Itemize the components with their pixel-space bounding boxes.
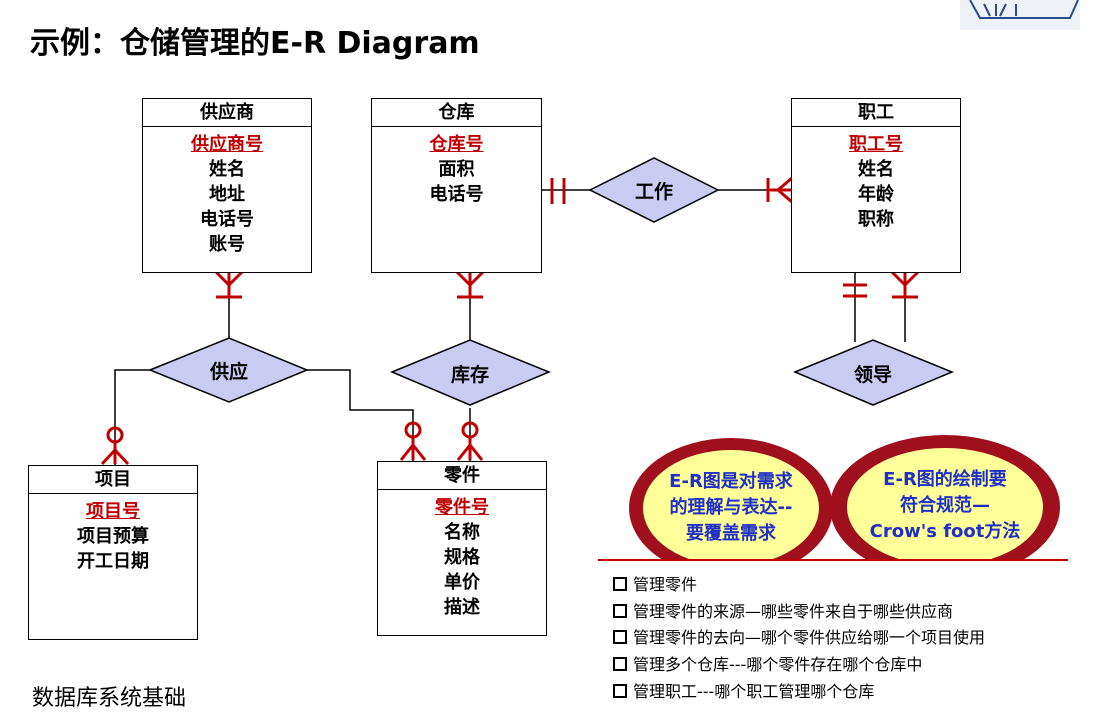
callout-line: 要覆盖需求 bbox=[686, 523, 776, 544]
relationship-work-shape bbox=[588, 157, 720, 223]
checkbox-icon bbox=[613, 684, 627, 698]
page-title: 示例：仓储管理的E-R Diagram bbox=[30, 26, 480, 61]
footer-course-name: 数据库系统基础 bbox=[32, 686, 187, 711]
relationship-supply-label: 供应 bbox=[209, 361, 248, 383]
employee-attr: 年龄 bbox=[858, 184, 894, 205]
entity-employee: 职工 职工号 姓名 年龄 职称 bbox=[791, 98, 961, 273]
employee-attr: 职称 bbox=[858, 209, 894, 230]
callout-crowfoot: E-R图的绘制要 符合规范— Crow's foot方法 bbox=[860, 467, 1030, 545]
requirements-list: 管理零件 管理零件的来源—哪些零件来自于哪些供应商 管理零件的去向—哪个零件供应… bbox=[598, 559, 1068, 709]
university-logo bbox=[960, 0, 1080, 30]
relationship-lead-shape bbox=[793, 339, 954, 406]
entity-warehouse: 仓库 仓库号 面积 电话号 bbox=[371, 98, 542, 273]
project-attr: 项目预算 bbox=[77, 526, 149, 547]
part-attr: 单价 bbox=[444, 572, 480, 593]
relationship-supply-shape bbox=[148, 337, 309, 403]
callout-line: E-R图的绘制要 bbox=[883, 469, 1007, 490]
list-item: 管理零件 bbox=[613, 571, 697, 595]
relationship-lead-label: 领导 bbox=[853, 364, 892, 386]
relationship-stock-label: 库存 bbox=[450, 364, 489, 386]
warehouse-pk: 仓库号 bbox=[429, 134, 484, 155]
supplier-pk: 供应商号 bbox=[191, 134, 263, 155]
employee-attr: 姓名 bbox=[858, 159, 894, 180]
entity-part: 零件 零件号 名称 规格 单价 描述 bbox=[377, 461, 547, 636]
checkbox-icon bbox=[613, 604, 627, 618]
employee-pk: 职工号 bbox=[849, 134, 903, 155]
entity-employee-name: 职工 bbox=[792, 99, 960, 127]
entity-part-name: 零件 bbox=[378, 462, 546, 490]
callout-line: 的理解与表达-- bbox=[669, 497, 793, 518]
part-attr: 描述 bbox=[444, 597, 480, 618]
checkbox-icon bbox=[613, 657, 627, 671]
supplier-attr: 账号 bbox=[209, 234, 245, 255]
entity-project-name: 项目 bbox=[29, 466, 197, 494]
callout-requirements: E-R图是对需求 的理解与表达-- 要覆盖需求 bbox=[651, 469, 811, 547]
note-text: 管理零件的来源—哪些零件来自于哪些供应商 bbox=[633, 602, 954, 621]
entity-supplier-name: 供应商 bbox=[143, 99, 311, 127]
list-item: 管理零件的去向—哪个零件供应给哪一个项目使用 bbox=[613, 624, 985, 648]
part-pk: 零件号 bbox=[435, 497, 489, 518]
warehouse-attr: 面积 bbox=[438, 159, 475, 180]
callout-line: 符合规范— bbox=[900, 495, 990, 516]
callout-line: E-R图是对需求 bbox=[669, 471, 793, 492]
list-item: 管理多个仓库---哪个零件存在哪个仓库中 bbox=[613, 651, 922, 675]
supplier-attr: 电话号 bbox=[200, 209, 254, 230]
note-text: 管理零件的去向—哪个零件供应给哪一个项目使用 bbox=[633, 628, 986, 647]
relationship-stock-shape bbox=[390, 339, 551, 406]
supplier-attr: 姓名 bbox=[209, 159, 245, 180]
checkbox-icon bbox=[613, 630, 627, 644]
entity-project: 项目 项目号 项目预算 开工日期 bbox=[28, 465, 198, 640]
note-text: 管理零件 bbox=[633, 575, 698, 594]
note-text: 管理职工---哪个职工管理哪个仓库 bbox=[633, 682, 875, 701]
relationship-work-label: 工作 bbox=[634, 181, 673, 203]
callout-line: Crow's foot方法 bbox=[869, 521, 1021, 542]
list-item: 管理零件的来源—哪些零件来自于哪些供应商 bbox=[613, 598, 953, 622]
warehouse-attr: 电话号 bbox=[429, 184, 484, 205]
entity-supplier: 供应商 供应商号 姓名 地址 电话号 账号 bbox=[142, 98, 312, 273]
project-attr: 开工日期 bbox=[77, 551, 149, 572]
part-attr: 规格 bbox=[444, 547, 480, 568]
project-pk: 项目号 bbox=[86, 501, 140, 522]
supplier-attr: 地址 bbox=[209, 184, 245, 205]
list-item: 管理职工---哪个职工管理哪个仓库 bbox=[613, 678, 874, 702]
entity-warehouse-name: 仓库 bbox=[372, 99, 541, 127]
checkbox-icon bbox=[613, 577, 627, 591]
part-attr: 名称 bbox=[444, 522, 480, 543]
note-text: 管理多个仓库---哪个零件存在哪个仓库中 bbox=[633, 655, 923, 674]
